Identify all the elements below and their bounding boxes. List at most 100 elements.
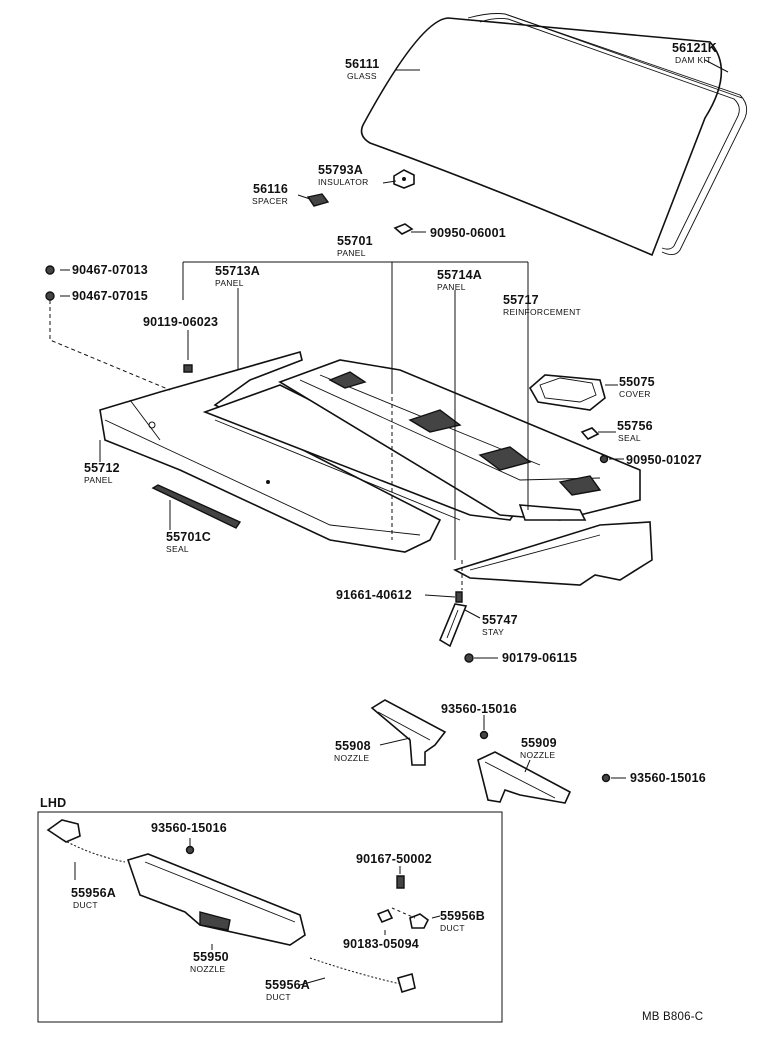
svg-text:90950-01027: 90950-01027 [626,453,702,467]
label-screw-lhd: 93560-15016 [151,821,227,835]
svg-text:90467-07015: 90467-07015 [72,289,148,303]
svg-text:55701: 55701 [337,234,373,248]
svg-text:LHD: LHD [40,796,66,810]
label-nozzle-lhd: 55950 NOZZLE [190,950,229,974]
label-nozzle-right: 55909 NOZZLE [520,736,557,760]
label-seal-right: 55756 SEAL [617,419,653,443]
spacer-part[interactable] [306,193,330,207]
svg-text:DUCT: DUCT [440,923,465,933]
label-panel-front: 55712 PANEL [84,461,120,485]
label-bolt-lhd: 90167-50002 [356,852,432,866]
svg-text:55793A: 55793A [318,163,363,177]
svg-text:56111: 56111 [345,57,379,71]
nozzle-lhd-part[interactable] [126,853,306,946]
svg-text:SEAL: SEAL [166,544,189,554]
svg-text:56121K: 56121K [672,41,717,55]
label-nozzle-left: 55908 NOZZLE [334,739,371,763]
svg-text:55956A: 55956A [71,886,116,900]
clip-right-part[interactable] [599,454,609,464]
lhd-box [37,811,503,1023]
seal-left-part[interactable] [151,484,242,529]
label-screw-1: 90467-07013 [72,263,148,277]
svg-text:56116: 56116 [253,182,288,196]
seal-right-part[interactable] [580,427,600,440]
svg-text:55908: 55908 [335,739,371,753]
leader-lines [49,59,729,779]
svg-text:PANEL: PANEL [437,282,466,292]
svg-text:55712: 55712 [84,461,120,475]
duct-lower-part[interactable] [309,957,416,994]
svg-text:55909: 55909 [521,736,557,750]
cowl-panel-assembly[interactable] [99,351,653,586]
label-drawing-code: MB B806-C [642,1011,703,1023]
label-screw-nozzle-2: 93560-15016 [630,771,706,785]
svg-text:90950-06001: 90950-06001 [430,226,506,240]
label-lhd: LHD [40,796,66,810]
label-panel-left: 55713A PANEL [215,264,260,288]
svg-text:55950: 55950 [193,950,229,964]
label-seal-left: 55701C SEAL [166,530,211,554]
label-nut-stay: 90179-06115 [502,651,577,665]
svg-text:NOZZLE: NOZZLE [190,964,225,974]
label-clip-right: 90950-01027 [626,453,702,467]
nozzle-right-part[interactable] [477,751,572,804]
label-duct-upper: 55956A DUCT [71,886,116,910]
svg-text:55956B: 55956B [440,909,485,923]
svg-text:SPACER: SPACER [252,196,288,206]
svg-text:PANEL: PANEL [215,278,244,288]
nozzle-left-part[interactable] [370,699,447,766]
nut-stay-part[interactable] [464,653,474,663]
label-bolt-stay: 91661-40612 [336,588,412,602]
svg-text:55701C: 55701C [166,530,211,544]
bolt-panel-part[interactable] [183,364,193,373]
label-glass: 56111 GLASS [345,57,379,81]
stay-part[interactable] [438,603,468,648]
duct-b-part[interactable] [409,913,430,929]
label-clip-top: 90950-06001 [430,226,506,240]
label-dam-kit: 56121K DAM KIT [672,41,717,65]
screw-nozzle-2-part[interactable] [601,773,611,783]
screw-2-part[interactable] [45,291,55,301]
label-reinforcement: 55717 REINFORCEMENT [503,293,581,317]
screw-lhd-part[interactable] [185,845,195,855]
bolt-stay-part[interactable] [455,591,463,603]
svg-text:55747: 55747 [482,613,518,627]
svg-text:INSULATOR: INSULATOR [318,177,369,187]
svg-text:55756: 55756 [617,419,653,433]
label-panel-right: 55714A PANEL [437,268,482,292]
svg-text:90119-06023: 90119-06023 [143,315,218,329]
svg-text:55714A: 55714A [437,268,482,282]
insulator-part[interactable] [393,169,415,189]
svg-text:55713A: 55713A [215,264,260,278]
cover-part[interactable] [528,374,606,411]
svg-text:DUCT: DUCT [266,992,291,1002]
svg-text:DAM KIT: DAM KIT [675,55,712,65]
label-bolt-panel: 90119-06023 [143,315,218,329]
svg-text:NOZZLE: NOZZLE [520,750,555,760]
dam-kit[interactable] [467,13,748,255]
clip-top-part[interactable] [393,223,414,235]
label-insulator: 55793A INSULATOR [318,163,369,187]
windshield-glass[interactable] [360,17,723,257]
svg-text:55717: 55717 [503,293,539,307]
svg-text:REINFORCEMENT: REINFORCEMENT [503,307,581,317]
screw-1-part[interactable] [45,265,55,275]
svg-text:55956A: 55956A [265,978,310,992]
svg-text:93560-15016: 93560-15016 [151,821,227,835]
screw-nozzle-1-part[interactable] [479,730,489,740]
svg-text:DUCT: DUCT [73,900,98,910]
svg-text:93560-15016: 93560-15016 [441,702,517,716]
label-duct-lower: 55956A DUCT [265,978,310,1002]
svg-text:90167-50002: 90167-50002 [356,852,432,866]
lhd-leaders [74,838,441,986]
label-screw-2: 90467-07015 [72,289,148,303]
svg-text:GLASS: GLASS [347,71,377,81]
clip-lhd-part[interactable] [376,908,394,924]
svg-text:90183-05094: 90183-05094 [343,937,419,951]
duct-upper-part[interactable] [46,819,126,863]
label-spacer: 56116 SPACER [252,182,288,206]
label-screw-nozzle-1: 93560-15016 [441,702,517,716]
bolt-lhd-part[interactable] [396,875,405,889]
svg-text:90467-07013: 90467-07013 [72,263,148,277]
